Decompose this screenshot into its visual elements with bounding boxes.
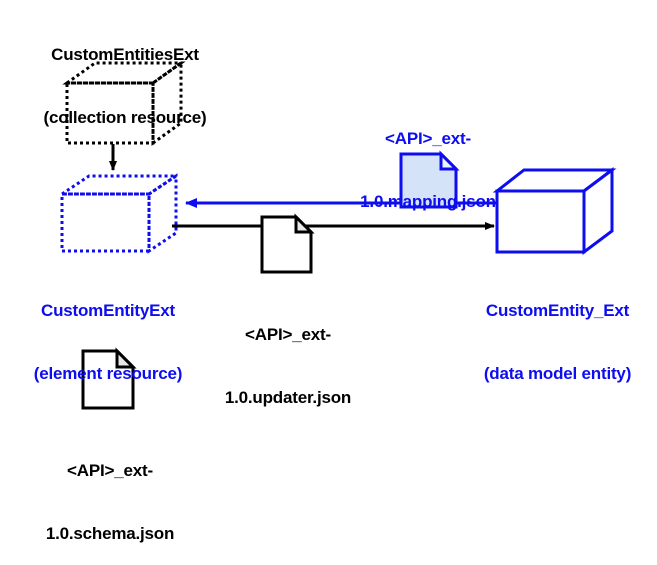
label-collection-resource: CustomEntitiesExt (collection resource) [0,2,250,149]
node-collection-resource-cube [62,60,186,146]
document-folded-corner [439,150,460,171]
label-updater-file: <API>_ext- 1.0.updater.json [198,282,378,429]
cube-top-face [62,61,186,85]
node-updater-file-doc [260,213,315,274]
node-schema-file-doc [81,347,137,410]
node-element-resource-cube [57,173,181,254]
node-mapping-file-doc [399,150,460,209]
label-data-model-entity-line2: (data model entity) [483,364,632,383]
label-schema-file-line1: <API>_ext- [67,461,153,480]
document-folded-corner [115,347,137,369]
label-mapping-file: <API>_ext- 1.0.mapping.json [338,86,518,233]
label-element-resource-line2: (element resource) [33,364,183,383]
label-collection-resource-line2: (collection resource) [43,108,207,127]
label-element-resource: CustomEntityExt (element resource) [8,258,208,405]
cube-front-face [495,189,586,254]
label-collection-resource-line1: CustomEntitiesExt [51,45,199,64]
label-mapping-file-line1: <API>_ext- [385,129,471,148]
label-schema-file: <API>_ext- 1.0.schema.json [10,418,210,565]
node-data-model-entity-cube [492,167,617,255]
cube-right-face [147,173,178,254]
cube-front-face [60,192,151,253]
document-folded-corner [294,213,315,234]
label-schema-file-line2: 1.0.schema.json [45,524,175,543]
label-data-model-entity-line1: CustomEntity_Ext [485,301,630,320]
diagram-canvas [57,60,617,410]
label-data-model-entity: CustomEntity_Ext (data model entity) [458,258,657,405]
cube-right-face [582,167,614,255]
label-mapping-file-line2: 1.0.mapping.json [360,192,496,211]
label-updater-file-line1: <API>_ext- [245,325,331,344]
label-updater-file-line2: 1.0.updater.json [224,388,352,407]
label-element-resource-line1: CustomEntityExt [41,301,175,320]
cube-top-face [57,174,181,196]
